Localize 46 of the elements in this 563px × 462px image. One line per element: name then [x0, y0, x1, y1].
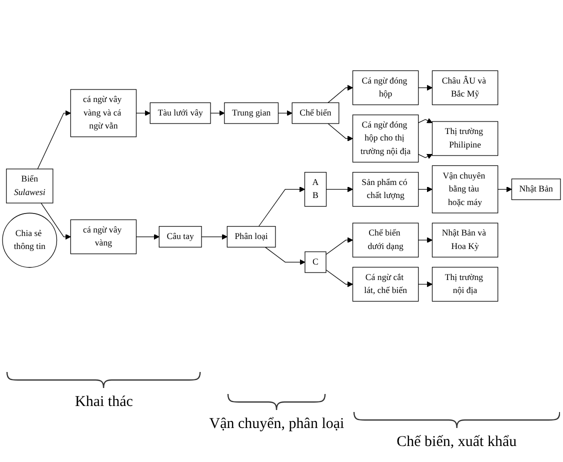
node-box: Cá ngừ đóng hộp cho thị trường nội địa [352, 114, 419, 162]
arrow [498, 186, 512, 192]
node-box: Trung gian [224, 102, 279, 124]
node-circle: Chia sẻ thông tin [2, 212, 58, 268]
node-box: Cá ngừ đóng hộp [352, 70, 419, 106]
node-box: Chế biến [292, 102, 340, 124]
arrow [326, 270, 354, 288]
node-box: cá ngừ vây vàng và cá ngừ vằn [70, 89, 137, 138]
node-box: Tàu lưới vây [150, 102, 211, 124]
node-box: Cá ngừ cắt lát, chế biến [352, 266, 419, 302]
arrow [418, 281, 432, 288]
arrow [210, 110, 225, 116]
node-box: Biển Sulawesi [6, 168, 54, 204]
node-box: Nhật Bản và Hoa Kỳ [432, 222, 498, 258]
arrow [37, 110, 71, 170]
arrow [201, 234, 228, 240]
node-box: Câu tay [158, 226, 202, 248]
node-box: Chế biến dưới dạng [352, 222, 419, 258]
arrow [326, 237, 354, 255]
arrow [328, 123, 354, 142]
arrow [40, 202, 71, 240]
arrow [258, 186, 305, 227]
stage-label: Vận chuyển, phân loại [209, 416, 344, 433]
node-box: Thị trường nội địa [432, 266, 498, 302]
node-box: A B [304, 172, 327, 207]
node-box: Thị trường Philipine [432, 121, 498, 156]
arrow [418, 84, 432, 91]
node-box: Nhật Bản [511, 178, 561, 200]
arrow [418, 118, 432, 124]
node-box: Sản phẩm có chất lượng [352, 172, 419, 207]
arrow [418, 237, 432, 243]
arrow [136, 234, 160, 240]
stage-label: Chế biến, xuất khẩu [396, 434, 517, 451]
arrow [264, 246, 306, 265]
node-box: Phân loại [226, 226, 276, 248]
arrow [418, 186, 432, 192]
arrow [418, 154, 432, 159]
node-box: cá ngừ vây vàng [70, 219, 137, 254]
arrow [326, 186, 354, 192]
stage-label: Khai thác [75, 394, 133, 411]
arrow [278, 110, 292, 116]
arrow [136, 110, 150, 116]
node-box: Vận chuyên bằng tàu hoặc máy [432, 165, 498, 214]
arrow [328, 84, 354, 104]
node-box: C [304, 251, 326, 273]
node-box: Châu ÂU và Bắc Mỹ [432, 70, 498, 106]
